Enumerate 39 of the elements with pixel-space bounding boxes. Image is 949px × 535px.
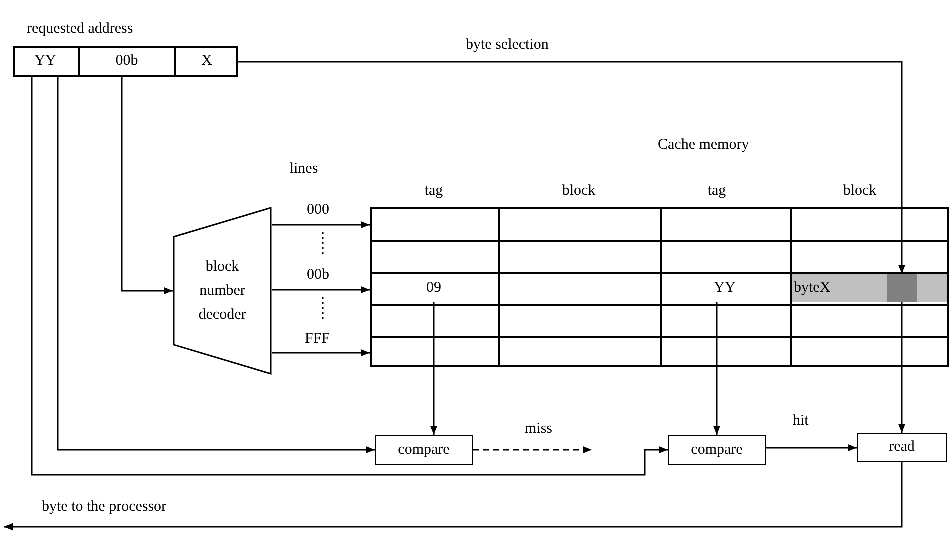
address-field: X — [174, 46, 238, 77]
table-cell: 09 — [372, 274, 496, 302]
column-header: block — [843, 184, 877, 199]
edge-label: 00b — [307, 268, 330, 283]
heading: requested address — [27, 20, 134, 39]
column-header: tag — [424, 184, 444, 199]
edge-label: 000 — [307, 203, 330, 218]
arrow — [272, 221, 370, 229]
arrow — [57, 77, 375, 454]
byte-cell — [917, 274, 947, 302]
column-header: tag — [708, 184, 726, 199]
edge-label: miss — [525, 422, 553, 437]
compare-box: compare — [375, 435, 473, 465]
edge-label: hit — [793, 414, 809, 429]
arrow — [4, 462, 903, 531]
arrow — [713, 302, 721, 435]
arrow — [272, 286, 370, 294]
compare-box: compare — [668, 435, 766, 465]
column-header: block — [562, 184, 596, 199]
byte-cell: byteX — [792, 274, 887, 302]
arrow — [898, 302, 906, 433]
address-field: YY — [13, 46, 78, 77]
arrow — [766, 444, 857, 452]
edge-label: byte selection — [466, 38, 549, 53]
edge-label: FFF — [305, 332, 330, 347]
arrow — [272, 349, 370, 357]
edge-label: byte to the processor — [42, 500, 167, 515]
arrow — [473, 446, 592, 454]
group-label: lines — [290, 162, 318, 177]
read-box: read — [857, 433, 947, 462]
table-cell: YY — [662, 274, 788, 302]
selected-byte-cell — [887, 274, 917, 302]
arrow — [31, 77, 668, 476]
arrow — [121, 77, 173, 295]
address-field: 00b — [78, 46, 174, 77]
heading: Cache memory — [658, 136, 750, 155]
arrow — [430, 302, 438, 435]
decoder-trapezoid: block number decoder — [173, 207, 272, 375]
arrow — [238, 61, 906, 274]
